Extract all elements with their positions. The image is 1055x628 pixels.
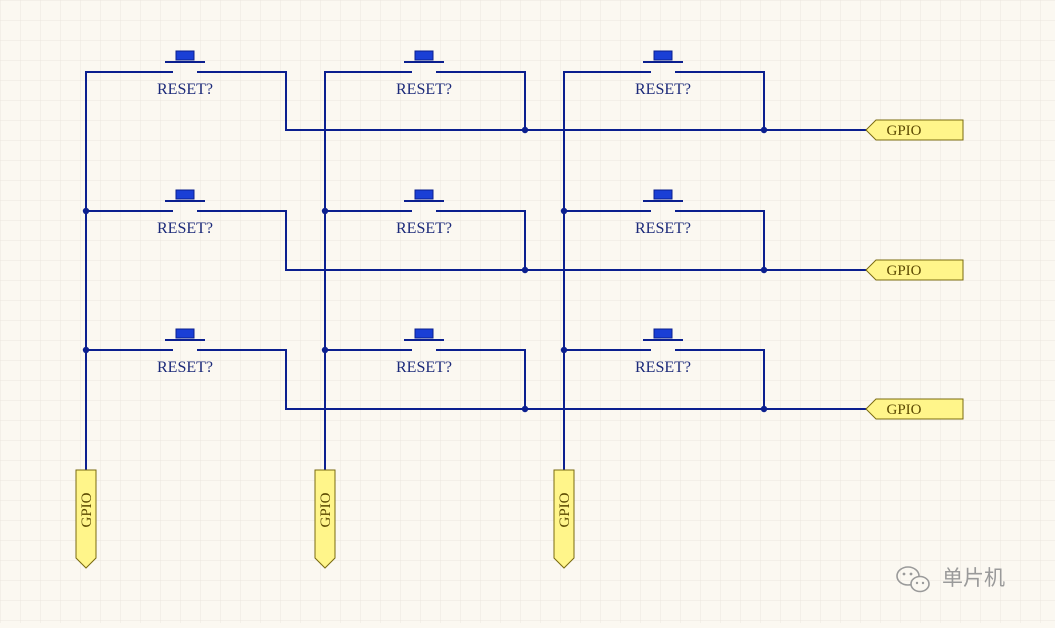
switch-label: RESET? bbox=[396, 359, 452, 376]
watermark: 单片机 bbox=[896, 566, 1005, 593]
port-label: GPIO bbox=[318, 492, 334, 527]
port-shape bbox=[75, 469, 97, 569]
junction-dot bbox=[321, 346, 329, 354]
junction-dot bbox=[521, 266, 529, 274]
row-gpio-port: GPIO bbox=[865, 119, 964, 141]
switch-button-cap bbox=[653, 189, 673, 200]
watermark-text: 单片机 bbox=[942, 566, 1005, 590]
reset-switch: RESET? bbox=[396, 328, 452, 376]
port-label: GPIO bbox=[557, 492, 573, 527]
switch-label: RESET? bbox=[396, 220, 452, 237]
reset-switch: RESET? bbox=[396, 189, 452, 237]
switch-label: RESET? bbox=[635, 359, 691, 376]
junction-dot bbox=[560, 207, 568, 215]
switch-button-cap bbox=[414, 50, 434, 61]
port-label: GPIO bbox=[886, 402, 921, 418]
junction-dot bbox=[521, 126, 529, 134]
switch-button-cap bbox=[653, 328, 673, 339]
reset-switch: RESET? bbox=[157, 328, 213, 376]
port-label: GPIO bbox=[79, 492, 95, 527]
junction-dot bbox=[760, 126, 768, 134]
reset-switch: RESET? bbox=[635, 50, 691, 98]
switches: RESET? RESET? RESET? RESET? RESET? RESET? RESE… bbox=[157, 50, 691, 376]
port-label: GPIO bbox=[886, 263, 921, 279]
reset-switch: RESET? bbox=[157, 50, 213, 98]
port-shape bbox=[865, 259, 964, 281]
port-shape bbox=[865, 398, 964, 420]
junction-dot bbox=[760, 405, 768, 413]
junction-dot bbox=[760, 266, 768, 274]
switch-label: RESET? bbox=[396, 81, 452, 98]
reset-switch: RESET? bbox=[396, 50, 452, 98]
column-gpio-port: GPIO bbox=[553, 469, 575, 569]
switch-button-cap bbox=[175, 50, 195, 61]
switch-label: RESET? bbox=[157, 359, 213, 376]
junction-dot bbox=[82, 207, 90, 215]
switch-label: RESET? bbox=[635, 220, 691, 237]
junctions bbox=[82, 126, 768, 413]
port-shape bbox=[865, 119, 964, 141]
wires bbox=[85, 71, 867, 471]
switch-label: RESET? bbox=[157, 81, 213, 98]
switch-button-cap bbox=[414, 189, 434, 200]
junction-dot bbox=[560, 346, 568, 354]
ports: GPIO GPIO GPIO GPIO GPIO GPIO bbox=[75, 119, 964, 569]
switch-button-cap bbox=[175, 328, 195, 339]
switch-button-cap bbox=[653, 50, 673, 61]
wechat-icon bbox=[896, 566, 930, 593]
port-label: GPIO bbox=[886, 123, 921, 139]
switch-button-cap bbox=[414, 328, 434, 339]
column-gpio-port: GPIO bbox=[75, 469, 97, 569]
port-shape bbox=[553, 469, 575, 569]
switch-button-cap bbox=[175, 189, 195, 200]
reset-switch: RESET? bbox=[157, 189, 213, 237]
port-shape bbox=[314, 469, 336, 569]
junction-dot bbox=[82, 346, 90, 354]
junction-dot bbox=[521, 405, 529, 413]
row-gpio-port: GPIO bbox=[865, 259, 964, 281]
row-gpio-port: GPIO bbox=[865, 398, 964, 420]
switch-label: RESET? bbox=[157, 220, 213, 237]
column-gpio-port: GPIO bbox=[314, 469, 336, 569]
switch-label: RESET? bbox=[635, 81, 691, 98]
junction-dot bbox=[321, 207, 329, 215]
reset-switch: RESET? bbox=[635, 328, 691, 376]
reset-switch: RESET? bbox=[635, 189, 691, 237]
